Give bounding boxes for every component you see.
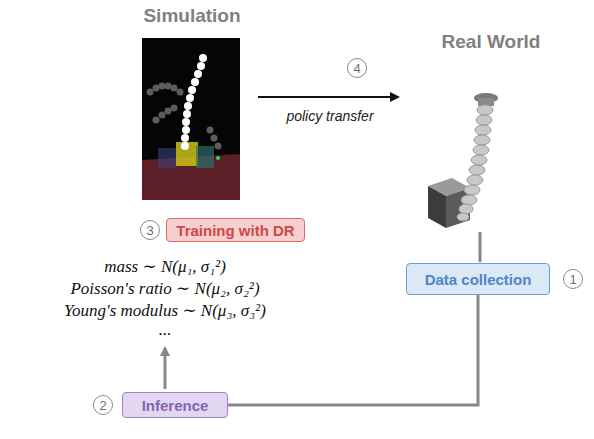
process-box: Data collection: [406, 263, 550, 295]
callout-number: 4: [347, 58, 367, 78]
inference-arrow: [164, 348, 167, 389]
box-label: Data collection: [425, 271, 532, 288]
callout-number: 3: [140, 220, 160, 240]
callout-number: 1: [563, 269, 583, 289]
transfer-arrow: [258, 96, 398, 98]
arrow-label: policy transfer: [284, 108, 375, 124]
simulation-image: [142, 38, 240, 200]
panel-heading: Simulation: [143, 5, 240, 27]
parameter-distribution: mass ∼ N(μ₁, σ₁²): [104, 256, 226, 277]
parameter-distribution: Poisson's ratio ∼ N(μ₂, σ₂²): [70, 278, 259, 299]
data-line: [479, 232, 482, 262]
process-box: Training with DR: [166, 218, 305, 242]
box-label: Training with DR: [176, 222, 294, 239]
ellipsis: ...: [159, 320, 172, 340]
real-robot: [428, 93, 498, 228]
box-label: Inference: [142, 397, 209, 414]
parameter-distribution: Young's modulus ∼ N(μ₃, σ₃²): [64, 300, 266, 321]
panel-heading: Real World: [442, 31, 541, 53]
callout-number: 2: [93, 395, 113, 415]
process-box: Inference: [122, 392, 228, 418]
